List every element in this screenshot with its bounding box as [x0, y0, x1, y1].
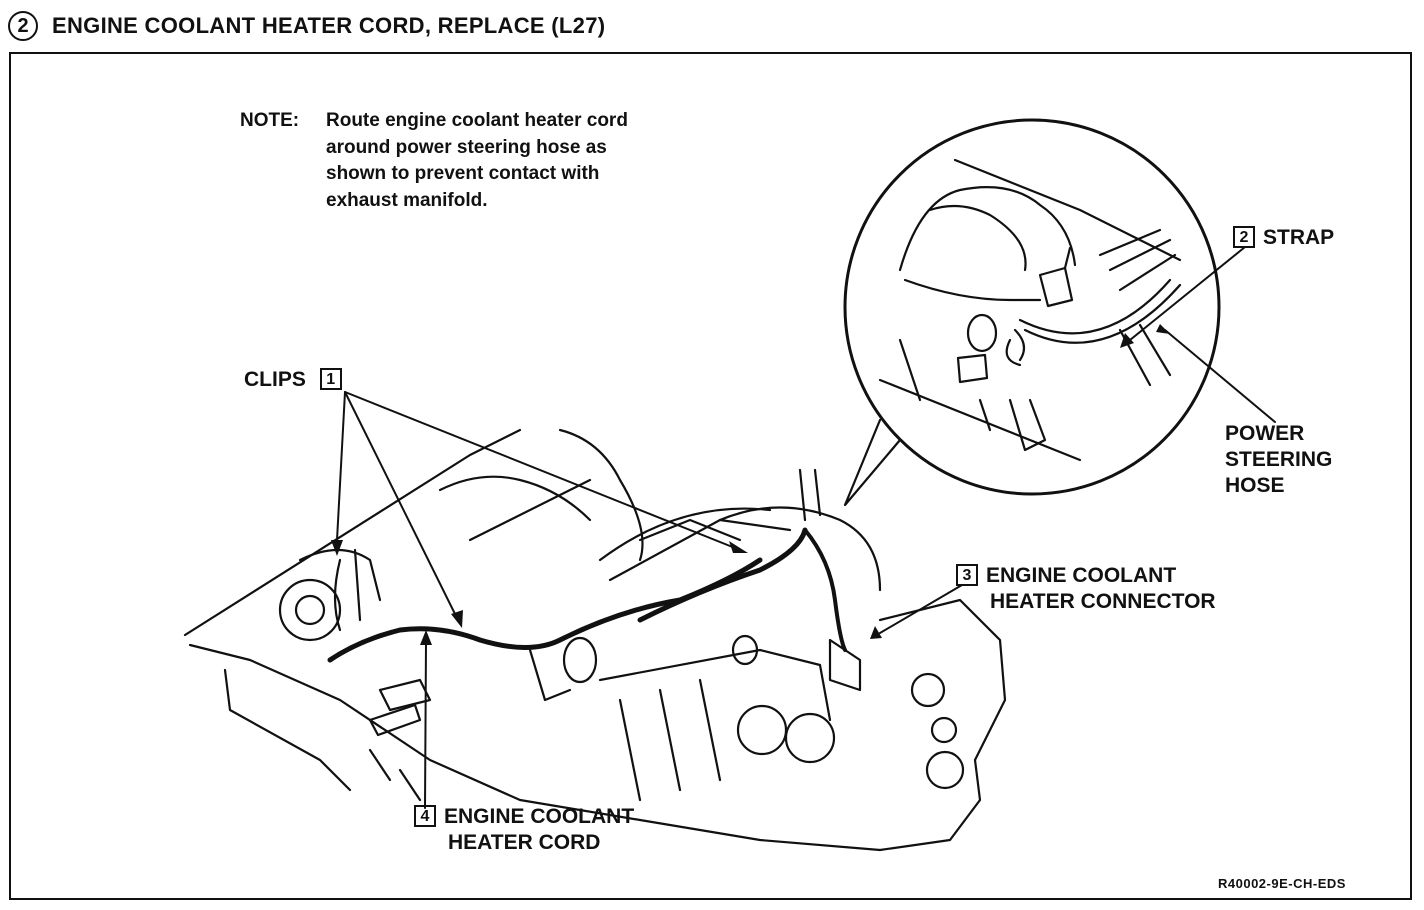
label-line: POWER — [1225, 422, 1305, 445]
engine-body — [183, 428, 1007, 852]
note-line: shown to prevent contact with — [326, 163, 600, 184]
note-body: Route engine coolant heater cord around … — [326, 108, 628, 214]
callout-1: 1 — [319, 368, 342, 390]
step-number: 2 — [17, 14, 29, 37]
note-line: Route engine coolant heater cord — [326, 110, 628, 131]
arrowhead-connector — [870, 626, 882, 639]
detail-magnifier — [843, 118, 1221, 507]
leader-lines — [336, 246, 1276, 809]
label-strap: 2 STRAP — [1233, 225, 1334, 251]
arrowheads — [331, 324, 1170, 645]
arrowhead-clips-3 — [729, 541, 748, 553]
label-clips-text: CLIPS — [244, 368, 306, 391]
arrowhead-power-steering-hose — [1156, 324, 1170, 334]
page-title: ENGINE COOLANT HEATER CORD, REPLACE (L27… — [52, 13, 606, 38]
label-line: HOSE — [1225, 474, 1285, 497]
label-strap-text: STRAP — [1263, 226, 1335, 249]
detail-circle — [843, 118, 1221, 496]
callout-3: 3 — [956, 564, 978, 586]
leader-clips-2 — [344, 391, 458, 619]
detail-pointer — [843, 418, 902, 507]
note-prefix: NOTE: — [240, 110, 300, 131]
label-power-steering-hose: POWER STEERING HOSE — [1225, 421, 1332, 499]
step-number-badge: 2 — [8, 11, 38, 41]
callout-4: 4 — [414, 805, 436, 827]
label-line: HEATER CORD — [448, 831, 601, 854]
label-heater-connector: 3 ENGINE COOLANT HEATER CONNECTOR — [956, 563, 1216, 615]
leader-connector — [879, 584, 963, 634]
leader-strap — [1129, 246, 1246, 341]
arrowhead-clips-1 — [331, 540, 343, 556]
leader-clips-3 — [344, 391, 736, 549]
label-line: ENGINE COOLANT — [444, 805, 635, 828]
leader-cord — [424, 641, 427, 809]
label-line: STEERING — [1225, 448, 1333, 471]
callout-2: 2 — [1233, 226, 1255, 248]
leader-power-steering-hose — [1164, 329, 1276, 423]
figure-header: 2 ENGINE COOLANT HEATER CORD, REPLACE (L… — [8, 8, 605, 44]
arrowhead-strap — [1120, 333, 1134, 348]
figure-code: R40002-9E-CH-EDS — [1218, 876, 1346, 891]
arrowhead-cord — [420, 630, 432, 645]
routing-note: NOTE: Route engine coolant heater cord a… — [240, 108, 628, 214]
arrowhead-clips-2 — [451, 610, 463, 628]
label-line: HEATER CONNECTOR — [990, 590, 1216, 613]
label-clips: CLIPS 1 — [244, 367, 342, 393]
label-line: ENGINE COOLANT — [986, 564, 1177, 587]
heater-cord-path — [327, 527, 847, 663]
leader-clips-1 — [336, 391, 346, 541]
label-heater-cord: 4 ENGINE COOLANT HEATER CORD — [414, 804, 634, 856]
note-line: exhaust manifold. — [326, 189, 488, 211]
note-line: around power steering hose as — [326, 136, 607, 158]
illustration-frame — [9, 52, 1412, 900]
